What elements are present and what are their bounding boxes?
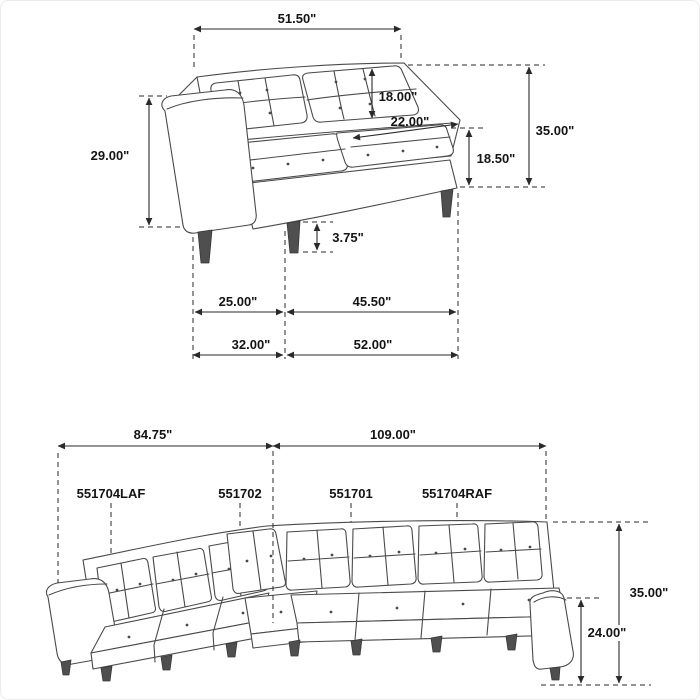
sectional-drawing — [45, 520, 574, 682]
dim-depth-label: 32.00" — [232, 337, 271, 352]
sectional-corner-back-cushion — [226, 528, 287, 595]
sectional-right-seats — [290, 587, 568, 643]
dim-back-cushion-label: 18.00" — [379, 89, 418, 104]
dim-seat-width-label: 45.50" — [353, 294, 392, 309]
loveseat-drawing — [161, 62, 461, 264]
dim-left-width-label: 84.75" — [134, 427, 173, 442]
dim-top-width-label: 51.50" — [278, 11, 317, 26]
loveseat-left-arm — [161, 89, 257, 234]
sectional-back — [82, 520, 555, 592]
dim-sectional-height-label: 35.00" — [630, 585, 669, 600]
dim-sectional-arm-height-label: 24.00" — [588, 625, 627, 640]
dim-arm-height-label: 29.00" — [91, 148, 130, 163]
dim-inner-depth-label: 25.00" — [219, 294, 258, 309]
sku-corner-label: 551702 — [218, 486, 261, 501]
dim-right-width-label: 109.00" — [370, 427, 416, 442]
sku-armless-label: 551701 — [329, 486, 372, 501]
sku-raf-label: 551704RAF — [422, 486, 492, 501]
dim-leg-height-label: 3.75" — [332, 230, 363, 245]
loveseat-legs — [197, 188, 454, 264]
sectional-right-back-cushions — [285, 521, 543, 591]
sectional-dimensions: 84.75" 109.00" 551704LAF 551702 551701 5… — [57, 427, 669, 686]
sectional-legs — [60, 633, 561, 682]
loveseat-dimensions: 51.50" 29.00" 18.00" 22.00" 35.00" 18.50… — [91, 11, 575, 359]
sectional-right-arm — [529, 590, 574, 670]
dim-seat-height-label: 18.50" — [477, 151, 516, 166]
dim-width-label: 52.00" — [354, 337, 393, 352]
dim-overall-height-label: 35.00" — [536, 123, 575, 138]
dim-seat-depth-label: 22.00" — [391, 114, 430, 129]
sku-laf-label: 551704LAF — [77, 486, 146, 501]
